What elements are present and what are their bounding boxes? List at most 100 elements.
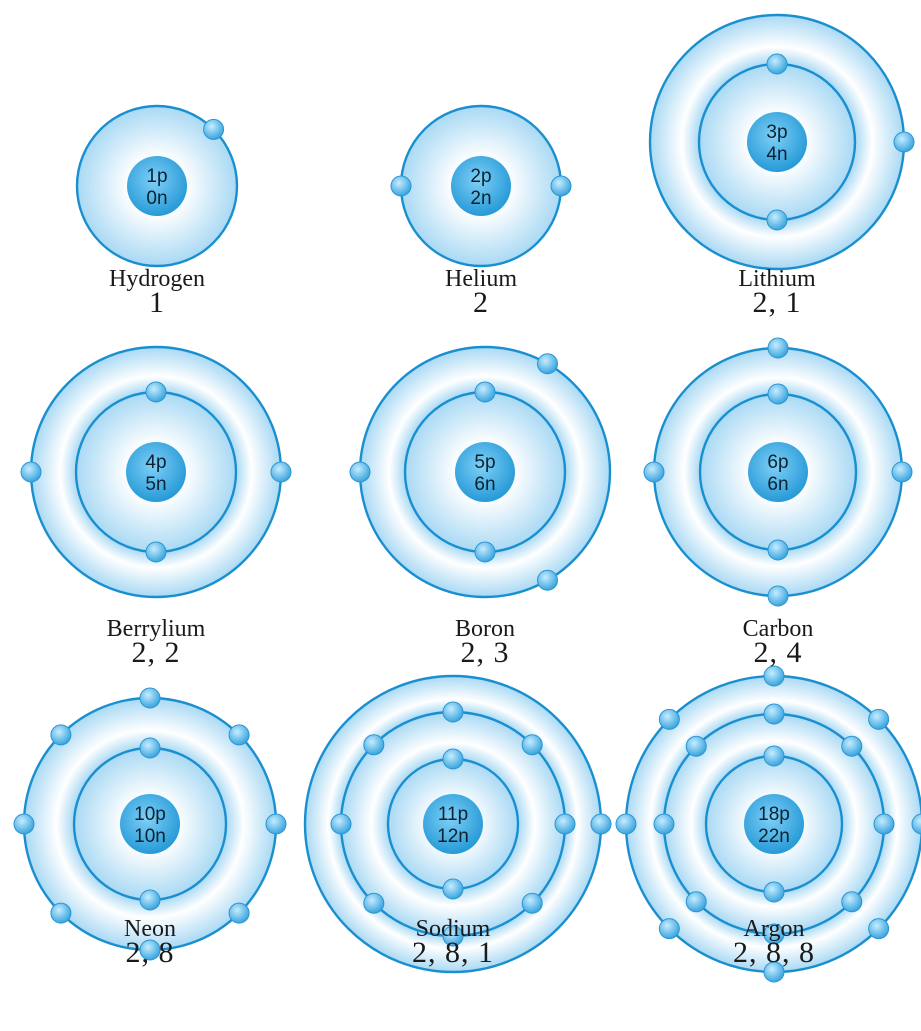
electron bbox=[893, 131, 915, 153]
electron-configuration: 2, 3 bbox=[460, 636, 510, 669]
electron-configuration: 2, 8, 1 bbox=[412, 936, 494, 969]
electron bbox=[766, 209, 788, 231]
electron bbox=[763, 923, 785, 945]
electron bbox=[841, 735, 863, 757]
neutron-count: 5n bbox=[145, 474, 166, 495]
electron bbox=[868, 708, 890, 730]
element-name: Argon bbox=[743, 916, 805, 942]
proton-count: 1p bbox=[146, 166, 167, 187]
electron bbox=[349, 461, 371, 483]
electron bbox=[13, 813, 35, 835]
electron bbox=[521, 734, 543, 756]
electron bbox=[763, 961, 785, 983]
electron-configuration: 2, 8, 8 bbox=[733, 936, 815, 969]
nucleus bbox=[451, 156, 511, 216]
nucleus bbox=[455, 442, 515, 502]
electron bbox=[891, 461, 913, 483]
electron bbox=[363, 734, 385, 756]
proton-count: 2p bbox=[470, 166, 491, 187]
neutron-count: 0n bbox=[146, 188, 167, 209]
element-name: Boron bbox=[455, 616, 515, 642]
electron-shell-1 bbox=[75, 104, 239, 268]
electron bbox=[767, 539, 789, 561]
electron bbox=[685, 891, 707, 913]
electron bbox=[228, 724, 250, 746]
neutron-count: 6n bbox=[474, 474, 495, 495]
electron bbox=[330, 813, 352, 835]
electron bbox=[139, 737, 161, 759]
element-name: Lithium bbox=[738, 266, 816, 292]
electron bbox=[50, 724, 72, 746]
electron bbox=[911, 813, 921, 835]
electron bbox=[145, 541, 167, 563]
electron-configuration: 2, 4 bbox=[753, 636, 803, 669]
electron bbox=[554, 813, 576, 835]
electron bbox=[766, 53, 788, 75]
proton-count: 18p bbox=[758, 804, 790, 825]
electron-configuration: 2 bbox=[473, 286, 489, 319]
element-name: Neon bbox=[124, 916, 176, 942]
electron bbox=[474, 381, 496, 403]
electron bbox=[139, 889, 161, 911]
neutron-count: 6n bbox=[767, 474, 788, 495]
nucleus bbox=[744, 794, 804, 854]
electron bbox=[763, 881, 785, 903]
electron bbox=[203, 118, 225, 140]
proton-count: 4p bbox=[145, 452, 166, 473]
electron bbox=[658, 918, 680, 940]
electron bbox=[590, 813, 612, 835]
neutron-count: 22n bbox=[758, 826, 790, 847]
electron bbox=[615, 813, 637, 835]
element-name: Sodium bbox=[415, 916, 491, 942]
element-name: Carbon bbox=[742, 616, 814, 642]
proton-count: 5p bbox=[474, 452, 495, 473]
electron bbox=[228, 902, 250, 924]
electron bbox=[685, 735, 707, 757]
proton-count: 6p bbox=[767, 452, 788, 473]
nucleus bbox=[423, 794, 483, 854]
electron-configuration: 2, 8 bbox=[125, 936, 175, 969]
electron bbox=[763, 703, 785, 725]
nucleus bbox=[126, 442, 186, 502]
proton-count: 10p bbox=[134, 804, 166, 825]
electron bbox=[139, 687, 161, 709]
electron bbox=[145, 381, 167, 403]
element-name: Hydrogen bbox=[109, 266, 205, 292]
electron bbox=[474, 541, 496, 563]
electron-configuration: 2, 1 bbox=[752, 286, 802, 319]
electron bbox=[50, 902, 72, 924]
nucleus bbox=[748, 442, 808, 502]
electron bbox=[521, 892, 543, 914]
nucleus bbox=[127, 156, 187, 216]
electron bbox=[550, 175, 572, 197]
electron bbox=[763, 665, 785, 687]
neutron-count: 4n bbox=[766, 144, 787, 165]
neutron-count: 12n bbox=[437, 826, 469, 847]
neutron-count: 10n bbox=[134, 826, 166, 847]
electron bbox=[270, 461, 292, 483]
electron bbox=[643, 461, 665, 483]
electron bbox=[537, 569, 558, 591]
electron bbox=[658, 708, 680, 730]
electron bbox=[442, 878, 464, 900]
element-name: Berrylium bbox=[106, 616, 206, 642]
electron bbox=[442, 748, 464, 770]
